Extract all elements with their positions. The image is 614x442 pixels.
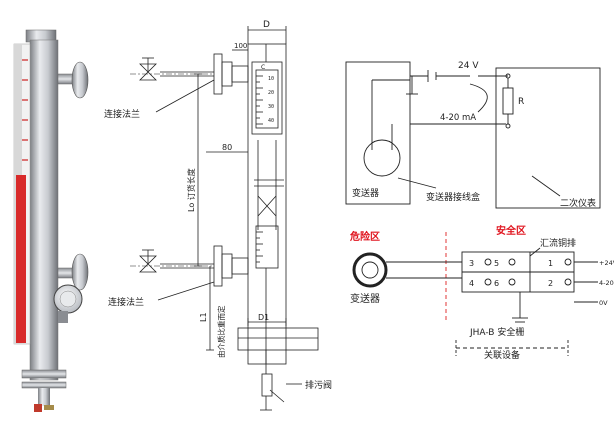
dim-100: 100 <box>234 42 247 50</box>
associated-device-label: 关联设备 <box>484 349 520 361</box>
scale-top-label: C <box>261 64 265 71</box>
busbar-label: 汇流铜排 <box>540 237 576 249</box>
flange-label-bottom: 连接法兰 <box>108 296 144 308</box>
safety-barrier-diagram <box>352 232 598 356</box>
dim-80: 80 <box>222 143 232 152</box>
supply-voltage: 24 V <box>458 61 479 71</box>
medium-density-note: 由介质比重而定 <box>216 305 226 358</box>
flange-label-top: 连接法兰 <box>104 108 140 120</box>
output-0v: 0V <box>599 299 608 307</box>
dim-d1: D1 <box>258 313 269 322</box>
terminal-2: 2 <box>548 279 553 288</box>
scale-number-10: 10 <box>268 76 274 82</box>
terminal-5: 5 <box>494 259 499 268</box>
secondary-meter-label: 二次仪表 <box>560 197 596 209</box>
terminal-4: 4 <box>469 279 474 288</box>
gauge-scale-ticks <box>22 59 28 161</box>
scale-number-20: 20 <box>268 90 274 96</box>
dim-d: D <box>263 20 270 30</box>
terminal-3: 3 <box>469 259 474 268</box>
barrier-transmitter-label: 变送器 <box>350 292 380 305</box>
scale-number-40: 40 <box>268 118 274 124</box>
resistor-label: R <box>518 97 524 107</box>
current-signal: 4-20 mA <box>440 113 476 123</box>
safe-zone-label: 安全区 <box>496 224 526 237</box>
terminal-6: 6 <box>494 279 499 288</box>
dim-l1: L1 <box>199 312 208 322</box>
output-plus-24v: +24V <box>599 259 614 267</box>
dim-lo-order-length: Lo 订货长度 <box>186 168 196 212</box>
junction-box-label: 变送器接线盒 <box>426 191 480 203</box>
terminal-1: 1 <box>548 259 553 268</box>
transmitter-label: 变送器 <box>352 187 379 199</box>
drain-valve-label: 排污阀 <box>305 379 332 391</box>
barrier-model-label: JHA-B 安全栅 <box>469 326 524 338</box>
danger-zone-label: 危险区 <box>350 230 380 243</box>
wiring-diagram <box>345 61 601 209</box>
scale-number-30: 30 <box>268 104 274 110</box>
level-gauge-photo <box>13 29 89 412</box>
dimension-drawing <box>130 26 319 411</box>
